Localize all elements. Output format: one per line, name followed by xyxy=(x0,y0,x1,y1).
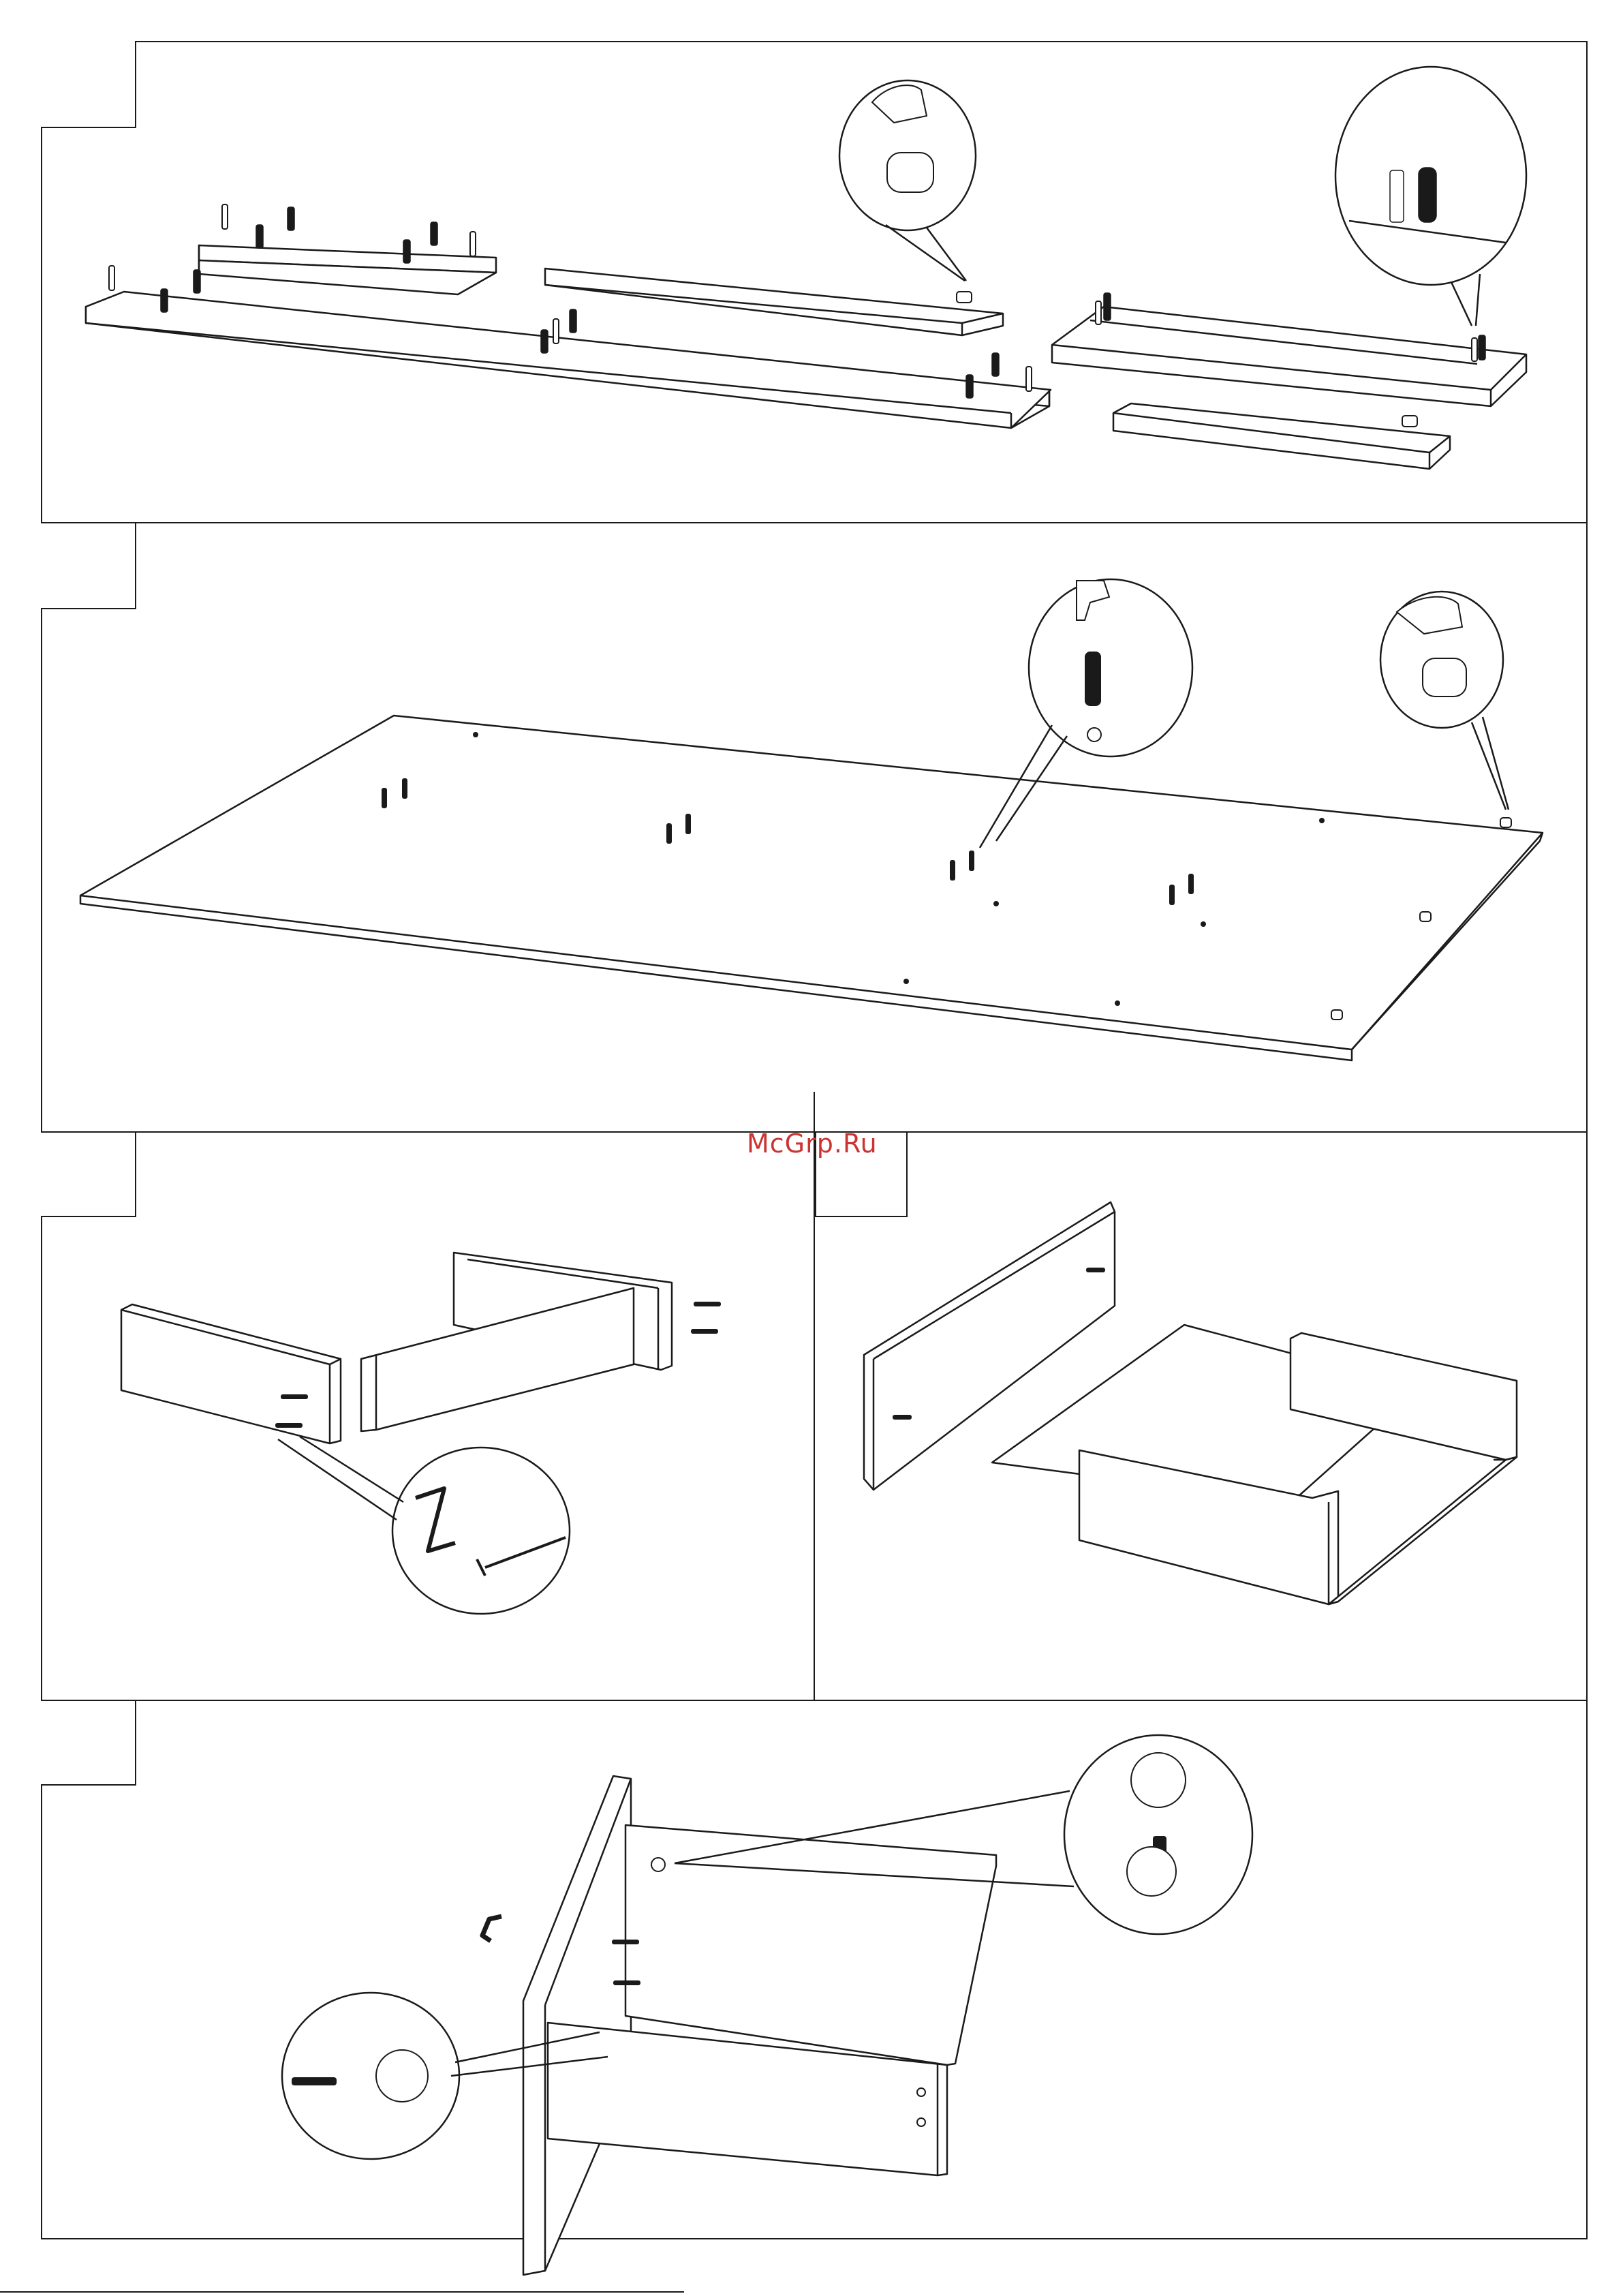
screw-detail-circle xyxy=(282,1993,459,2159)
step-4-illustration xyxy=(815,1134,1588,1700)
drawer-side-left xyxy=(121,1304,341,1443)
step-1-illustration xyxy=(0,0,1623,525)
step-2-illustration xyxy=(0,525,1623,1131)
top-panel xyxy=(80,716,1543,1060)
dowel-detail-circle xyxy=(1029,579,1192,756)
board-right-upper xyxy=(1052,307,1526,406)
divider-3 xyxy=(41,1700,1588,1701)
cam-lock-icon xyxy=(957,292,972,303)
allen-key-detail-circle xyxy=(392,1448,570,1614)
board-right-lower xyxy=(1113,403,1450,469)
step-5-illustration xyxy=(0,1702,1623,2241)
footer-rule xyxy=(0,2291,684,2293)
step-3-illustration xyxy=(0,1134,814,1700)
board-middle xyxy=(545,269,1003,335)
board-short-top xyxy=(199,245,496,294)
cam-lock-icon xyxy=(1500,818,1511,827)
drawer-handle-icon xyxy=(482,1916,501,1941)
